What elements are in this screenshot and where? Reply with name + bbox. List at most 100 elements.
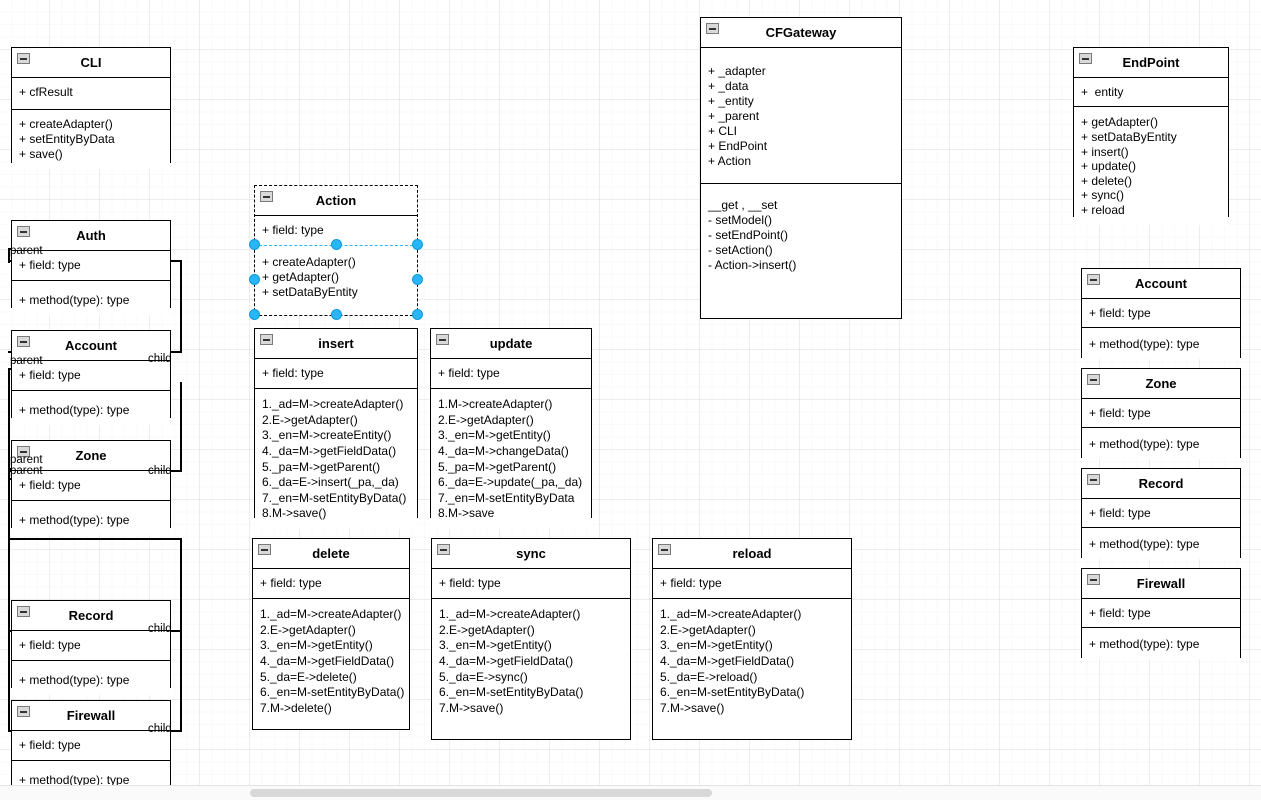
class-box-action[interactable]: Action + field: type bbox=[254, 185, 418, 246]
class-box-action-operations[interactable]: + createAdapter() + getAdapter() + setDa… bbox=[254, 245, 418, 316]
minus-box-icon[interactable] bbox=[17, 336, 30, 347]
operation-line: 4._da=M->changeData() bbox=[438, 444, 569, 459]
minus-box-icon[interactable] bbox=[1087, 274, 1100, 285]
class-header-cfgateway[interactable]: CFGateway bbox=[701, 18, 901, 49]
operation-line: 5._da=E->reload() bbox=[660, 669, 758, 684]
minus-box-icon[interactable] bbox=[258, 544, 271, 555]
operation-line: 2.E->getAdapter() bbox=[660, 622, 756, 637]
class-header-zone-left[interactable]: Zone bbox=[12, 441, 170, 472]
operation-line: + save() bbox=[19, 147, 63, 162]
class-name-cfgateway: CFGateway bbox=[765, 25, 837, 40]
operation-line: 8.M->save() bbox=[262, 506, 327, 521]
operation-line: + setEntityByData bbox=[19, 132, 115, 147]
minus-box-icon[interactable] bbox=[1087, 574, 1100, 585]
class-box-firewall-right[interactable]: Firewall + field: type + method(type): t… bbox=[1081, 568, 1241, 660]
attribute-line: + field: type bbox=[262, 223, 324, 238]
class-name-account-left: Account bbox=[65, 338, 117, 353]
edge-label-auth-parent: parent bbox=[10, 245, 43, 257]
operation-line: 3._en=M->getEntity() bbox=[438, 428, 551, 443]
operation-line: - setModel() bbox=[708, 213, 773, 228]
resize-handle-w[interactable] bbox=[249, 274, 260, 285]
class-box-record-right[interactable]: Record + field: type + method(type): typ… bbox=[1081, 468, 1241, 560]
resize-handle-e[interactable] bbox=[412, 274, 423, 285]
minus-box-icon[interactable] bbox=[437, 544, 450, 555]
class-header-endpoint[interactable]: EndPoint bbox=[1074, 48, 1228, 79]
class-box-cfgateway[interactable]: CFGateway + _adapter + _data + _entity +… bbox=[700, 17, 902, 319]
resize-handle-ne[interactable] bbox=[412, 239, 423, 250]
class-box-account-left[interactable]: Account + field: type + method(type): ty… bbox=[11, 330, 171, 426]
minus-box-icon[interactable] bbox=[1087, 474, 1100, 485]
minus-box-icon[interactable] bbox=[436, 334, 449, 345]
class-box-sync[interactable]: sync + field: type 1._ad=M->createAdapte… bbox=[431, 538, 631, 740]
class-box-record-left[interactable]: Record + field: type + method(type): typ… bbox=[11, 600, 171, 696]
minus-box-icon[interactable] bbox=[706, 23, 719, 34]
class-header-account-right[interactable]: Account bbox=[1082, 269, 1240, 300]
resize-handle-nw[interactable] bbox=[249, 239, 260, 250]
horizontal-scrollbar[interactable] bbox=[0, 785, 1261, 800]
minus-box-icon[interactable] bbox=[17, 606, 30, 617]
minus-box-icon[interactable] bbox=[1087, 374, 1100, 385]
class-box-endpoint[interactable]: EndPoint + entity + getAdapter() + setDa… bbox=[1073, 47, 1229, 225]
class-box-zone-left[interactable]: Zone + field: type + method(type): type bbox=[11, 440, 171, 536]
edge-label-record-child: child bbox=[148, 623, 172, 635]
class-box-cli[interactable]: CLI + cfResult + createAdapter() + setEn… bbox=[11, 47, 171, 170]
operation-line: + reload bbox=[1081, 203, 1125, 218]
class-header-firewall-right[interactable]: Firewall bbox=[1082, 569, 1240, 600]
class-box-insert[interactable]: insert + field: type 1._ad=M->createAdap… bbox=[254, 328, 418, 530]
class-attributes-account-left: + field: type bbox=[12, 361, 170, 392]
attribute-line: + _entity bbox=[708, 94, 754, 109]
class-header-record-right[interactable]: Record bbox=[1082, 469, 1240, 500]
resize-handle-sw[interactable] bbox=[249, 309, 260, 320]
resize-handle-n[interactable] bbox=[331, 239, 342, 250]
horizontal-scrollbar-thumb[interactable] bbox=[250, 789, 712, 797]
class-box-firewall-left[interactable]: Firewall + field: type + method(type): t… bbox=[11, 700, 171, 796]
class-header-zone-right[interactable]: Zone bbox=[1082, 369, 1240, 400]
class-header-reload[interactable]: reload bbox=[653, 539, 851, 570]
attribute-line: + field: type bbox=[1089, 606, 1151, 621]
class-header-record-left[interactable]: Record bbox=[12, 601, 170, 632]
attribute-line: + field: type bbox=[19, 478, 81, 493]
operation-line: 3._en=M->createEntity() bbox=[262, 428, 392, 443]
minus-box-icon[interactable] bbox=[17, 446, 30, 457]
class-operations-reload: 1._ad=M->createAdapter() 2.E->getAdapter… bbox=[653, 599, 851, 724]
class-header-action[interactable]: Action bbox=[255, 186, 417, 217]
minus-box-icon[interactable] bbox=[17, 226, 30, 237]
class-header-account-left[interactable]: Account bbox=[12, 331, 170, 362]
class-box-reload[interactable]: reload + field: type 1._ad=M->createAdap… bbox=[652, 538, 852, 740]
class-attributes-sync: + field: type bbox=[432, 569, 630, 600]
class-box-delete[interactable]: delete + field: type 1._ad=M->createAdap… bbox=[252, 538, 410, 730]
attribute-line: + field: type bbox=[438, 366, 500, 381]
operation-line: + getAdapter() bbox=[262, 270, 340, 284]
class-header-delete[interactable]: delete bbox=[253, 539, 409, 570]
minus-box-icon[interactable] bbox=[658, 544, 671, 555]
minus-box-icon[interactable] bbox=[1079, 53, 1092, 64]
class-header-insert[interactable]: insert bbox=[255, 329, 417, 360]
minus-box-icon[interactable] bbox=[17, 706, 30, 717]
operation-line: 1._ad=M->createAdapter() bbox=[660, 607, 802, 622]
class-box-auth[interactable]: Auth + field: type + method(type): type bbox=[11, 220, 171, 316]
operation-line: + delete() bbox=[1081, 173, 1133, 188]
class-operations-record-left: + method(type): type bbox=[12, 661, 170, 696]
operation-line: 3._en=M->getEntity() bbox=[260, 638, 373, 653]
class-header-sync[interactable]: sync bbox=[432, 539, 630, 570]
class-box-zone-right[interactable]: Zone + field: type + method(type): type bbox=[1081, 368, 1241, 460]
class-header-firewall-left[interactable]: Firewall bbox=[12, 701, 170, 732]
operation-line: - setAction() bbox=[708, 242, 773, 257]
resize-handle-s[interactable] bbox=[331, 309, 342, 320]
minus-box-icon[interactable] bbox=[260, 191, 273, 202]
minus-box-icon[interactable] bbox=[260, 334, 273, 345]
class-box-update[interactable]: update + field: type 1.M->createAdapter(… bbox=[430, 328, 592, 530]
edge-label-firewall-child: child bbox=[148, 723, 172, 735]
class-header-cli[interactable]: CLI bbox=[12, 48, 170, 79]
class-header-update[interactable]: update bbox=[431, 329, 591, 360]
operation-line: + method(type): type bbox=[1089, 537, 1200, 552]
resize-handle-se[interactable] bbox=[412, 309, 423, 320]
class-header-auth[interactable]: Auth bbox=[12, 221, 170, 252]
operation-line: 7.M->delete() bbox=[260, 700, 332, 715]
class-box-account-right[interactable]: Account + field: type + method(type): ty… bbox=[1081, 268, 1241, 360]
class-attributes-delete: + field: type bbox=[253, 569, 409, 600]
class-operations-insert: 1._ad=M->createAdapter() 2.E->getAdapter… bbox=[255, 389, 417, 530]
minus-box-icon[interactable] bbox=[17, 53, 30, 64]
class-attributes-insert: + field: type bbox=[255, 359, 417, 390]
